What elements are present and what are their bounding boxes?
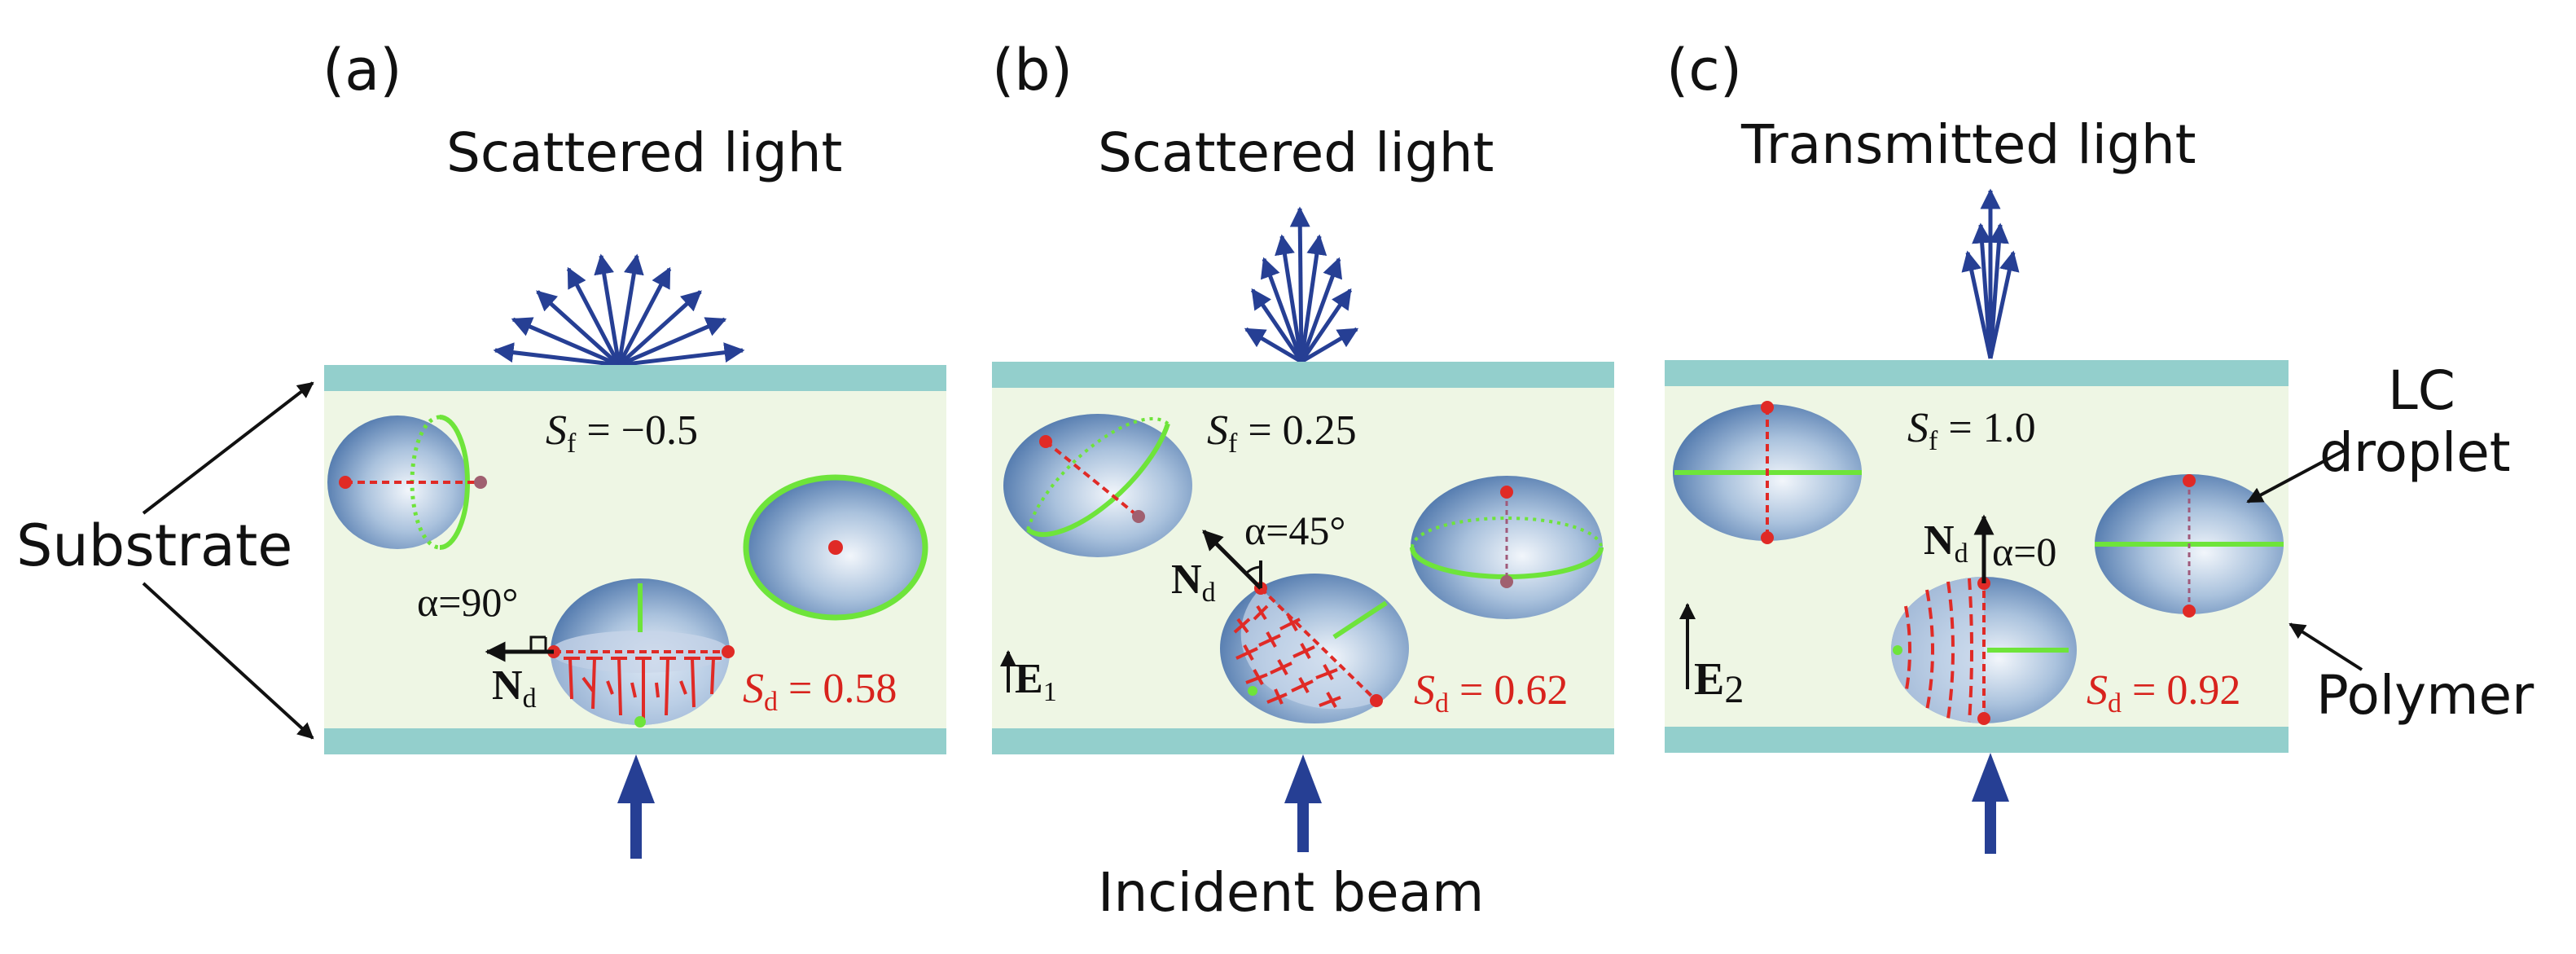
- panel-a-droplet-left: [327, 415, 487, 550]
- panel-a-sd: Sd = 0.58: [743, 666, 897, 717]
- panel-a-top-substrate: [324, 365, 946, 391]
- incident-beam-label: Incident beam: [1098, 861, 1484, 924]
- panel-c-sd: Sd = 0.92: [2087, 667, 2240, 719]
- panel-c-droplet-right: [2095, 474, 2284, 618]
- panel-b-alpha: α=45°: [1244, 508, 1345, 553]
- panel-c-droplet-bottom: [1891, 514, 2077, 725]
- panel-a-alpha: α=90°: [417, 579, 518, 625]
- panel-b-bottom-substrate: [992, 728, 1614, 754]
- panel-a-droplet-bottom: [485, 578, 735, 728]
- panel-a-top-text: Scattered light: [446, 121, 842, 184]
- panel-c-label: (c): [1666, 37, 1742, 103]
- panel-a: (a) Scattered light Sf = −0.5: [323, 37, 946, 859]
- panel-c-incident-arrow: [1972, 753, 2009, 854]
- lc-droplet-label-line1: LC: [2388, 359, 2455, 422]
- panel-c-transmitted-arrows: [1961, 188, 2020, 359]
- panel-a-nd: Nd: [492, 662, 537, 714]
- panel-c-droplet-left: [1673, 401, 1862, 544]
- panel-b-sd: Sd = 0.62: [1414, 667, 1568, 719]
- panel-c-nd: Nd: [1924, 517, 1968, 569]
- panel-b-scatter-arrows: [1244, 206, 1359, 364]
- panel-a-incident-arrow: [617, 754, 655, 859]
- panel-b-label: (b): [992, 37, 1073, 103]
- panel-b-droplet-left: [1003, 414, 1192, 557]
- panel-c-field-label: E2: [1694, 654, 1744, 711]
- lc-droplet-label-line2: droplet: [2319, 421, 2511, 484]
- polymer-annotation: Polymer: [2289, 622, 2534, 727]
- substrate-annotation: Substrate: [16, 381, 314, 740]
- panel-a-bottom-substrate: [324, 728, 946, 754]
- panel-b-field-label: E1: [1015, 656, 1057, 707]
- panel-c-top-substrate: [1665, 360, 2289, 386]
- panel-a-droplet-right: [743, 474, 928, 621]
- polymer-label: Polymer: [2316, 664, 2534, 727]
- panel-b-droplet-right: [1410, 476, 1604, 619]
- panel-c-alpha: α=0: [1992, 529, 2056, 574]
- lc-droplet-annotation: LC droplet: [2246, 359, 2511, 503]
- panel-c-top-text: Transmitted light: [1740, 113, 2196, 176]
- panel-b: (b) Scattered light Sf = 0.25: [992, 37, 1614, 852]
- panel-b-droplet-bottom: [1202, 530, 1409, 723]
- panel-a-scatter-arrows: [493, 253, 745, 367]
- panel-c-sf: Sf = 1.0: [1907, 405, 2036, 456]
- substrate-label: Substrate: [16, 512, 292, 579]
- panel-b-nd: Nd: [1171, 556, 1216, 608]
- panel-b-top-substrate: [992, 362, 1614, 388]
- panel-b-sf: Sf = 0.25: [1207, 407, 1357, 459]
- panel-c-bottom-substrate: [1665, 727, 2289, 753]
- panel-b-incident-arrow: [1284, 754, 1322, 852]
- panel-b-top-text: Scattered light: [1098, 121, 1494, 184]
- panel-a-sf: Sf = −0.5: [546, 407, 698, 459]
- panel-a-label: (a): [323, 37, 402, 103]
- panel-c: (c) Transmitted light Sf = 1.0: [1665, 37, 2289, 854]
